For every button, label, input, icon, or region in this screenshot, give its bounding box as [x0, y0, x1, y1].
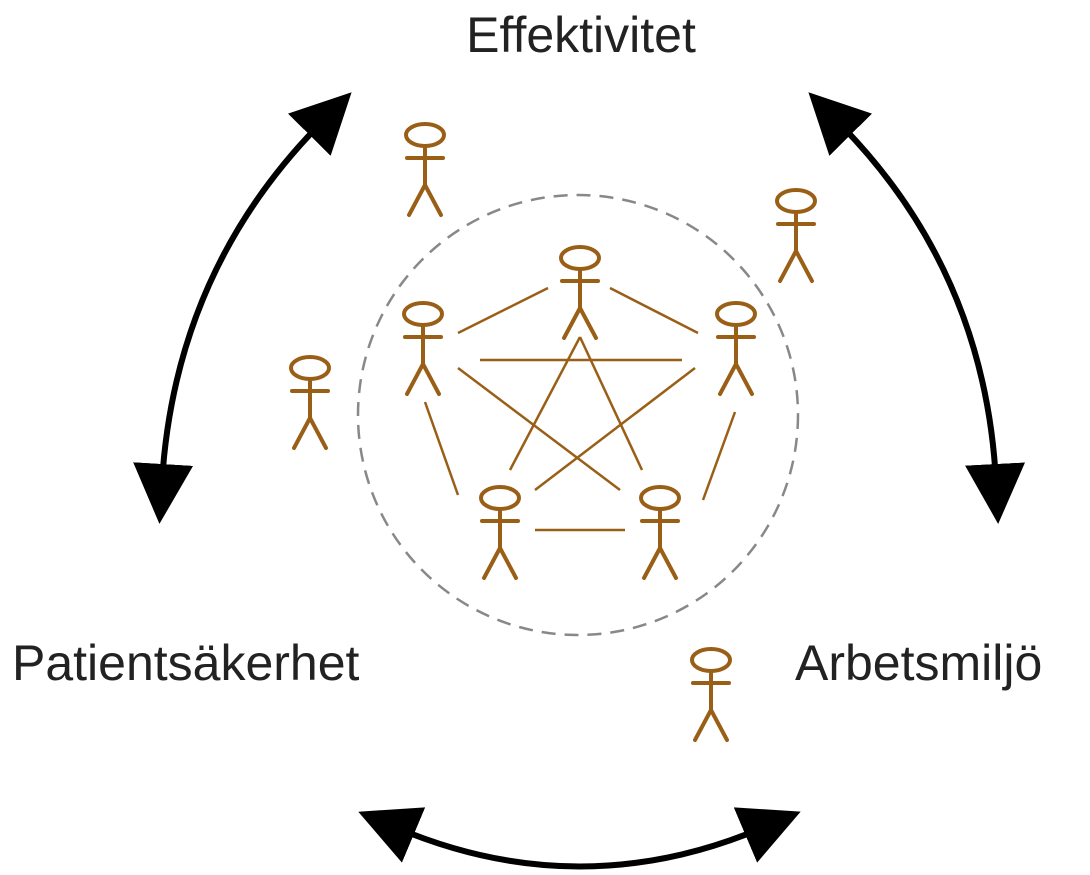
connection-line: [534, 367, 696, 491]
connection-line: [508, 336, 582, 471]
connection-line: [578, 336, 644, 471]
person-icon-outside-top: [404, 122, 446, 217]
person-icon-team-bottom-left: [479, 485, 521, 580]
person-icon-team-right: [715, 301, 757, 396]
connection-line: [701, 411, 737, 501]
person-icon-outside-left: [289, 355, 331, 450]
label-arbetsmiljo: Arbetsmiljö: [795, 635, 1042, 691]
person-icon-team-top: [559, 245, 601, 340]
person-icon-team-left: [402, 301, 444, 396]
arrows-group: [133, 92, 1026, 870]
connection-line: [609, 286, 699, 335]
figures: [289, 122, 817, 742]
team-boundary-dashed-circle: [356, 193, 800, 637]
person-icon-outside-upper-right: [775, 188, 817, 283]
label-patientsakerhet: Patientsäkerhet: [12, 635, 360, 691]
connection-line: [457, 367, 621, 491]
connection-line: [423, 401, 460, 496]
arrow-bottom-curve-icon: [358, 807, 801, 870]
person-icon-team-bottom-right: [639, 485, 681, 580]
person-icon-outside-bottom-right: [690, 647, 732, 742]
team-connections: [423, 286, 737, 532]
arrow-right-curve-icon: [808, 92, 1026, 524]
connection-line: [457, 286, 549, 335]
label-effektivitet: Effektivitet: [466, 7, 696, 63]
arrow-left-curve-icon: [133, 92, 352, 524]
